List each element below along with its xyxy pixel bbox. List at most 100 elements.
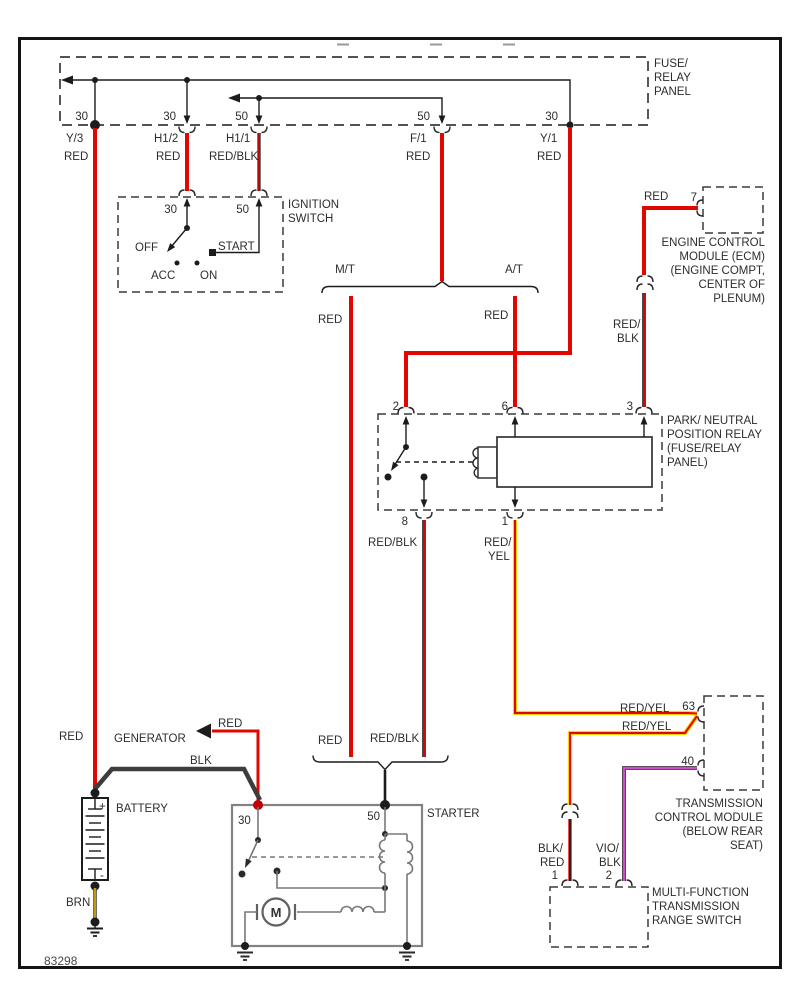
battery-feed-wire-label: RED [59, 731, 83, 743]
relay-switch-open-contact [384, 473, 392, 481]
ignition-position-off: OFF [135, 242, 158, 254]
ignition-pin30-connector [178, 189, 196, 197]
pin-y3-junction-dot [90, 120, 100, 130]
tcm-label-1: TRANSMISSION [675, 798, 763, 810]
tcm-pin40-connector [697, 759, 705, 777]
relay-pin8-wire-label: RED/BLK [368, 537, 418, 549]
branch-at-label: A/T [505, 264, 523, 276]
range-switch-label-3: RANGE SWITCH [652, 915, 741, 927]
ignition-pin50-arrow [255, 198, 263, 207]
tcm-label-3: (BELOW REAR [682, 826, 763, 838]
bus-50 [228, 93, 443, 116]
starter-branch-brace [312, 755, 449, 771]
pin-f1-arrow [438, 115, 446, 124]
pin-f1-wire-color: RED [406, 151, 430, 163]
ignition-switch-arm-arrow [167, 243, 176, 252]
wire-ecm-red [642, 206, 698, 275]
relay-body [496, 436, 653, 488]
pin-h11-id: H1/1 [226, 133, 250, 145]
transmission-type-branch: M/T A/T RED RED [318, 264, 539, 757]
motor-ground-wire [244, 911, 257, 946]
relay-coil-frame [477, 446, 498, 479]
starter-solenoid-windings [378, 807, 414, 946]
battery: RED BLK + - BATTERY BRN [59, 731, 262, 937]
ignition-terminal-50: 50 [236, 204, 249, 216]
pnp-relay-label-1: PARK/ NEUTRAL [667, 415, 758, 427]
starter-motor: M [244, 888, 386, 946]
starter-terminal-30: 30 [238, 815, 251, 827]
ecm-pin7-number: 7 [691, 192, 697, 204]
branch-brace [321, 280, 539, 294]
ignition-pin50-connector [250, 189, 268, 197]
generator-feed: GENERATOR RED [114, 718, 260, 801]
wire-blk-label: BLK [190, 755, 212, 767]
transmission-control-module: 63 40 TRANSMISSION CONTROL MODULE (BELOW… [655, 695, 764, 852]
ignition-position-on: ON [200, 270, 217, 282]
wire-y1-red-to-relay-pin2 [404, 127, 572, 407]
pin-h11: 50 H1/1 RED/BLK [209, 98, 268, 163]
range-switch-pin2-connector [615, 879, 633, 887]
wire-vioblk-under [622, 766, 697, 881]
relay-pin2-arrow [402, 416, 410, 425]
wire-pin1-redyel [514, 520, 698, 715]
starter-solenoid-switch [238, 807, 388, 891]
pin-h12: 30 H1/2 RED [154, 80, 196, 163]
ignition-switch-arm [170, 227, 188, 248]
pin-y1-junction-dot [566, 121, 574, 129]
starter-branch-red-label: RED [318, 735, 342, 747]
pin-y3-id: Y/3 [66, 133, 83, 145]
ignition-switch-label-1: IGNITION [288, 199, 339, 211]
pin-f1-id: F/1 [410, 133, 427, 145]
engine-control-module: 7 RED RED/ BLK ENGINE CONTROL MODULE (EC… [613, 186, 766, 407]
motor-m-label: M [271, 905, 282, 920]
relay-switch-arm [393, 446, 407, 467]
diagram-number: 83298 [44, 954, 78, 968]
multi-function-range-switch: BLK/ RED VIO/ BLK 1 2 MULTI-FUNCTION TRA… [538, 766, 749, 948]
starter-branch-redblk-label: RED/BLK [370, 733, 420, 745]
wire-generator-red [212, 729, 260, 801]
relay-output-wires: RED/YEL RED/YEL [422, 520, 699, 805]
pin-f1-terminal: 50 [417, 111, 430, 123]
ecm-label-5: PLENUM) [713, 293, 765, 305]
wire-battery-to-starter-blk [93, 766, 262, 802]
bus-30-arrow [61, 75, 73, 85]
range-switch-inline-connector [561, 803, 579, 819]
park-neutral-position-relay: PARK/ NEUTRAL POSITION RELAY (FUSE/RELAY… [368, 401, 762, 563]
tcm-pin63-connector [697, 705, 705, 723]
starter: STARTER 30 50 [230, 800, 480, 961]
pin-h11-connector [250, 126, 268, 134]
bus-30 [61, 75, 571, 125]
pnp-relay-box [377, 413, 663, 511]
range-switch-pin1-connector [561, 879, 579, 887]
tcm-pin63-number: 63 [682, 701, 695, 713]
battery-plates [85, 798, 105, 880]
starter-switch-arm-arrow [245, 858, 252, 868]
pin-y1: 30 Y/1 RED [537, 111, 574, 163]
wire-vioblk-label-2: BLK [599, 857, 621, 869]
relay-pin6-connector [506, 406, 524, 414]
range-switch-pin1-number: 1 [552, 870, 558, 882]
wire-at-color-label: RED [484, 310, 508, 322]
relay-pin3-connector [635, 406, 653, 414]
fuse-relay-panel-label-2: RELAY [654, 72, 691, 84]
pin-h12-connector [178, 126, 196, 134]
bus-50-arrow [228, 93, 240, 103]
hold-in-winding [406, 840, 414, 875]
ignition-switch: IGNITION SWITCH 30 50 OFF ACC ON START [117, 189, 339, 293]
power-wires [93, 127, 572, 791]
relay-pin1-arrow [511, 499, 519, 508]
relay-pin1-connector [506, 511, 524, 519]
pin-h12-wire-color: RED [156, 151, 180, 163]
wire-vioblk-label-1: VIO/ [596, 843, 620, 855]
starter-switch-arm [247, 839, 259, 863]
relay-pin6-arrow [511, 416, 519, 425]
generator-arrow [196, 723, 211, 739]
fuse-relay-panel: FUSE/ RELAY PANEL 30 Y/3 RED 30 H1/2 RED [59, 56, 691, 163]
ecm-wire-redblk-label-2: BLK [617, 333, 639, 345]
relay-coil-winding [472, 447, 479, 479]
outer-border [18, 37, 782, 969]
tcm-label-2: CONTROL MODULE [655, 812, 764, 824]
wire-pin1-redyel-under [512, 520, 698, 716]
pin-f1: 50 F/1 RED [406, 111, 451, 163]
